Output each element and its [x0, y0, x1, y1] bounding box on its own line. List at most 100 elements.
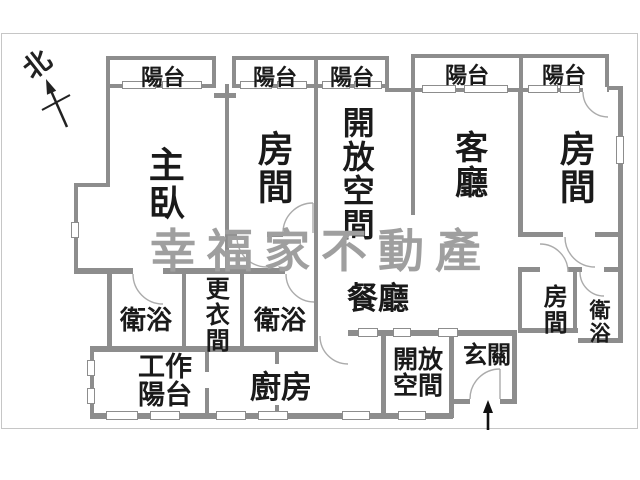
north-label: 北: [18, 45, 58, 86]
wall: [163, 268, 285, 274]
wall: [518, 90, 523, 237]
room-label-bedroom-4: 房間: [539, 284, 568, 336]
wall: [385, 88, 413, 92]
window: [342, 411, 370, 420]
door-arc: [579, 271, 605, 297]
window: [464, 85, 508, 93]
wall: [232, 56, 236, 88]
window: [162, 81, 202, 89]
room-label-balcony-4: 陽台: [444, 64, 489, 89]
entrance-arrow-icon: [483, 400, 493, 430]
room-label-open-space-top: 開放空間: [337, 106, 376, 242]
window-wall: [232, 84, 389, 88]
room-label-master-bedroom: 主臥: [142, 146, 184, 222]
wall: [450, 330, 517, 336]
wall: [110, 56, 216, 60]
wall: [275, 352, 279, 364]
door-arc: [236, 236, 268, 268]
wall: [381, 330, 386, 418]
room-label-bathroom-2: 衛浴: [254, 306, 307, 336]
wall: [314, 56, 389, 60]
window: [87, 388, 95, 404]
door-arc: [132, 273, 164, 305]
room-label-living-room: 客廳: [449, 130, 489, 200]
wall: [519, 54, 609, 58]
window-wall: [411, 88, 609, 92]
window: [87, 360, 95, 376]
wall: [518, 267, 522, 333]
wall: [112, 268, 133, 274]
door-opening: [583, 87, 607, 94]
window: [560, 85, 580, 93]
window: [398, 411, 426, 420]
wall: [411, 54, 521, 58]
room-label-bathroom-4: 衛浴: [587, 299, 612, 345]
wall: [453, 399, 470, 404]
wall: [618, 88, 623, 343]
window: [122, 81, 156, 89]
wall: [182, 268, 186, 352]
wall: [573, 267, 577, 333]
room-label-kitchen: 廚房: [250, 370, 312, 406]
door-arc: [319, 335, 349, 365]
wall: [212, 56, 216, 88]
room-label-bathroom-1: 衛浴: [120, 306, 173, 336]
north-cross-line: [41, 94, 71, 111]
door-arcs: [132, 91, 609, 400]
wall: [240, 268, 244, 352]
wall: [381, 330, 450, 336]
door-arc: [282, 202, 314, 234]
wall: [605, 86, 623, 90]
wall: [225, 232, 237, 237]
wall: [385, 56, 389, 92]
window: [258, 411, 288, 420]
room-label-balcony-1: 陽台: [140, 66, 185, 91]
window: [322, 81, 350, 89]
wall: [205, 352, 209, 372]
door-arc: [539, 243, 569, 273]
wall: [519, 54, 523, 92]
door-arc: [469, 368, 501, 400]
wall: [232, 56, 318, 60]
wall: [90, 346, 318, 352]
north-compass-icon: 北: [18, 45, 71, 128]
room-label-open-space-bottom: 開放空間: [392, 345, 443, 401]
window: [422, 85, 456, 93]
wall: [267, 232, 283, 237]
room-label-bedroom-2: 房間: [251, 130, 293, 206]
wall: [106, 56, 110, 187]
wall: [449, 330, 454, 418]
window: [71, 222, 79, 238]
room-label-dining-room: 餐廳: [347, 281, 409, 317]
door-arc: [582, 91, 609, 118]
wall: [205, 388, 209, 419]
entrance-arrow-head-icon: [483, 400, 493, 413]
door-arc: [285, 273, 315, 303]
wall: [605, 54, 609, 90]
window: [240, 81, 272, 89]
room-label-work-balcony: 工作陽台: [138, 352, 192, 412]
window: [616, 136, 624, 164]
wall: [411, 92, 415, 215]
watermark-text: 幸福家不動產: [150, 224, 492, 278]
window: [106, 411, 138, 420]
window: [277, 81, 307, 89]
window: [528, 85, 558, 93]
wall: [74, 268, 112, 274]
wall: [314, 56, 318, 88]
room-label-balcony-5: 陽台: [541, 64, 586, 89]
window: [393, 328, 411, 337]
room-label-dressing-room: 更衣間: [201, 276, 230, 354]
north-arrow-head-icon: [46, 79, 57, 95]
wall: [314, 84, 318, 352]
wall: [500, 399, 517, 404]
wall: [595, 232, 623, 237]
window: [150, 411, 180, 420]
room-label-balcony-3: 陽台: [329, 66, 374, 91]
wall: [518, 267, 540, 272]
room-label-balcony-2: 陽台: [252, 66, 297, 91]
window: [358, 328, 378, 337]
window: [438, 328, 458, 337]
